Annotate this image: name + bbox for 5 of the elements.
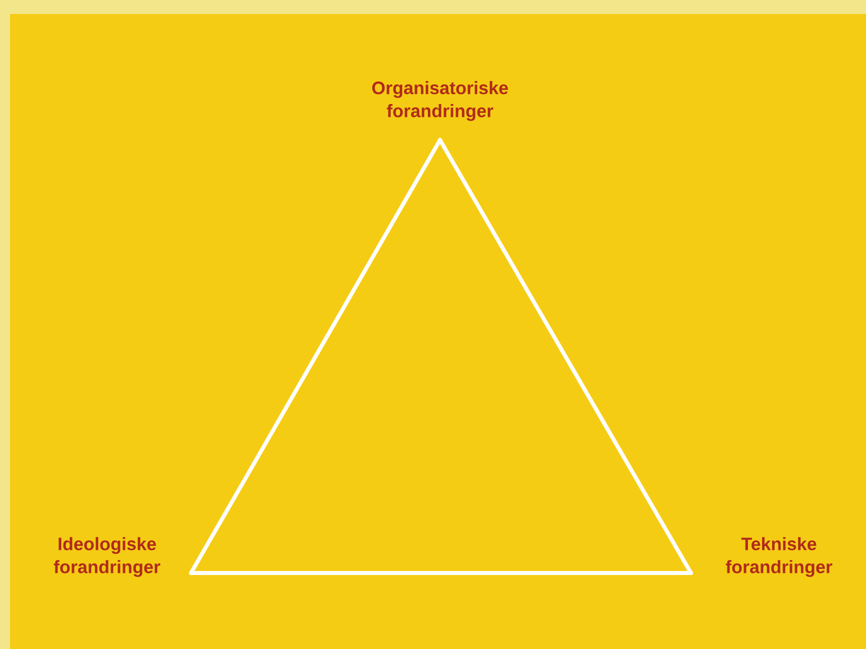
corner-label: Organisatoriske forandringer [372,81,508,121]
corner-label: Tekniske forandringer [726,537,832,577]
corner-label: Ideologiske forandringer [54,537,160,577]
triangle-side [189,571,693,575]
triangle-side [438,138,693,575]
